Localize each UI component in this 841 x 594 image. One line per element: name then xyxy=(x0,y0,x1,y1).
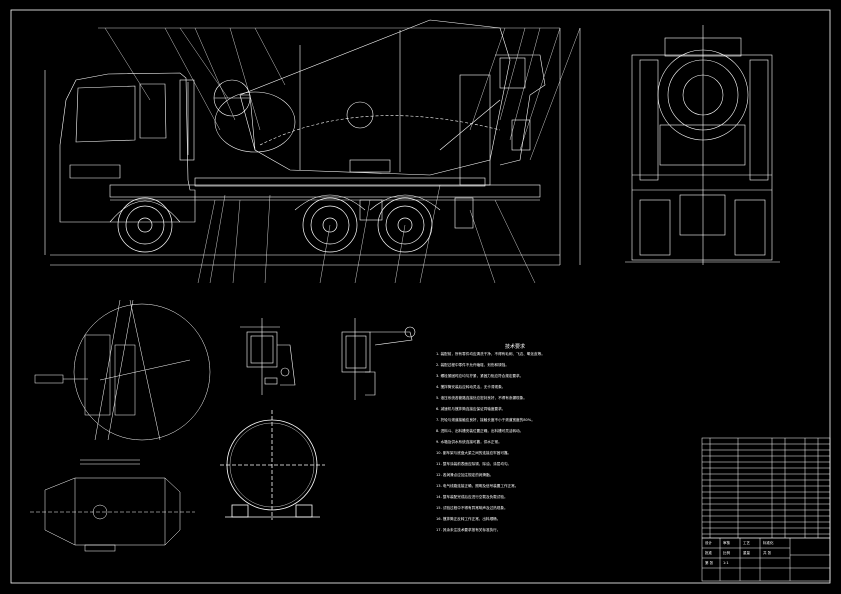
title-cell-standard: 标准化 xyxy=(763,541,774,545)
truck-rear-view xyxy=(625,25,780,265)
technical-note: 2. 装配过程中零件不允许磕碰、划伤和锈蚀。 xyxy=(436,363,509,367)
technical-note: 5. 液压系统各管路连接处应密封良好，不得有渗漏现象。 xyxy=(436,396,527,400)
parts-list-table xyxy=(701,437,831,539)
technical-note: 1. 装配前，所有零件均应清洗干净，不得有毛刺、飞边、氧化皮等。 xyxy=(436,352,545,356)
technical-note: 7. 托轮与滚道接触应良好，接触长度不小于滚道宽度的80%。 xyxy=(436,418,535,422)
title-cell-weight: 重量 xyxy=(743,551,750,555)
title-cell-check: 审核 xyxy=(723,541,730,545)
leader-lines-bottom xyxy=(197,184,536,284)
technical-note: 9. 水箱及供水系统连接可靠，供水正常。 xyxy=(436,440,502,444)
technical-note: 13. 电气线路连接正确，照明及信号装置工作正常。 xyxy=(436,484,519,488)
title-cell-ratio: 1:1 xyxy=(723,561,729,565)
technical-note: 8. 进料斗、出料槽安装位置正确，出料槽可灵活转动。 xyxy=(436,429,524,433)
technical-notes-title: 技术要求 xyxy=(505,344,526,350)
truck-side-view xyxy=(44,19,581,266)
technical-note: 12. 各润滑点应加注规定的润滑脂。 xyxy=(436,473,494,477)
title-cell-sheet-no: 第 张 xyxy=(705,561,714,565)
detail-circle-view xyxy=(34,299,211,441)
technical-note: 6. 减速机与搅拌筒连接应保证同轴度要求。 xyxy=(436,407,506,411)
technical-note: 17. 其余未注技术要求按有关标准执行。 xyxy=(436,528,501,532)
section-view-b xyxy=(341,318,416,400)
ring-section-view xyxy=(220,410,325,520)
title-cell-design: 设计 xyxy=(705,541,712,545)
drum-detail-view xyxy=(30,459,195,552)
technical-note: 3. 螺栓紧固时应均匀拧紧，紧固力矩应符合规定要求。 xyxy=(436,374,524,378)
technical-note: 16. 搅拌筒正反转工作正常，出料顺畅。 xyxy=(436,517,501,521)
technical-note: 10. 副车架与底盘大梁之间的连接应牢固可靠。 xyxy=(436,451,512,455)
leader-lines-top xyxy=(98,27,581,161)
section-view-a xyxy=(240,318,296,395)
title-cell-approve: 批准 xyxy=(705,551,712,555)
title-cell-process: 工艺 xyxy=(743,541,750,545)
sheet-border xyxy=(10,9,831,584)
technical-note: 11. 整车涂装前表面应除锈、除油，涂层均匀。 xyxy=(436,462,512,466)
technical-note: 15. 试验过程中不得有异常响声及过热现象。 xyxy=(436,506,508,510)
title-cell-sheets: 共 张 xyxy=(763,551,772,555)
title-block xyxy=(701,537,831,582)
technical-note: 14. 整车装配完成后应进行空载及负载试验。 xyxy=(436,495,508,499)
technical-note: 4. 搅拌筒安装后应转动灵活，无卡滞现象。 xyxy=(436,385,506,389)
title-cell-scale: 比例 xyxy=(723,551,730,555)
